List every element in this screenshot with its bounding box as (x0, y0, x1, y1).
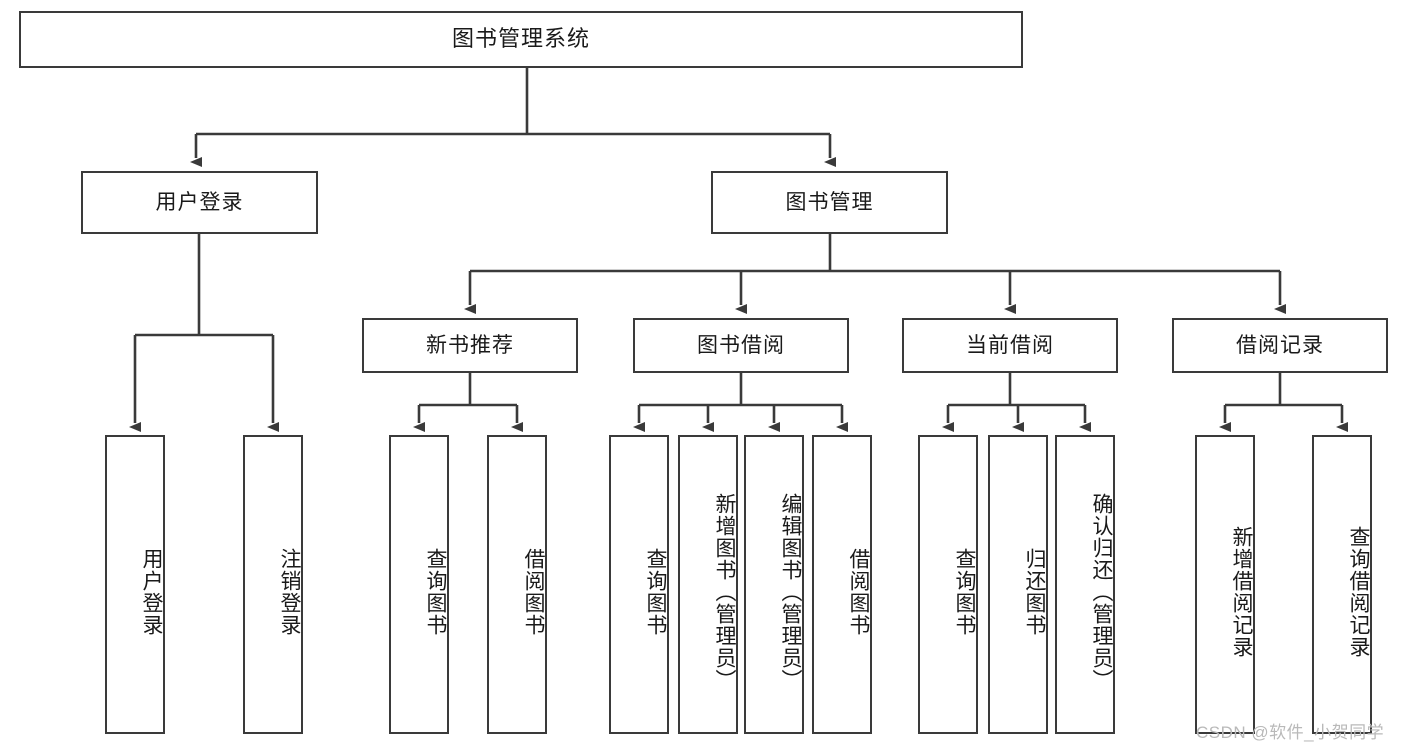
node-leaf-borrow-book-1[interactable]: 借阅图书 (487, 435, 547, 734)
node-book-manage[interactable]: 图书管理 (711, 171, 948, 234)
node-leaf-borrow-book-2[interactable]: 借阅图书 (812, 435, 872, 734)
node-root[interactable]: 图书管理系统 (19, 11, 1023, 68)
node-borrow-record[interactable]: 借阅记录 (1172, 318, 1388, 373)
node-new-book-recommend[interactable]: 新书推荐 (362, 318, 578, 373)
node-leaf-query-record[interactable]: 查询借阅记录 (1312, 435, 1372, 734)
node-leaf-confirm-return[interactable]: 确认归还（管理员） (1055, 435, 1115, 734)
node-leaf-add-record[interactable]: 新增借阅记录 (1195, 435, 1255, 734)
node-leaf-query-book-2[interactable]: 查询图书 (609, 435, 669, 734)
node-user-login[interactable]: 用户登录 (81, 171, 318, 234)
node-leaf-user-login[interactable]: 用户登录 (105, 435, 165, 734)
node-leaf-return-book[interactable]: 归还图书 (988, 435, 1048, 734)
node-book-borrow[interactable]: 图书借阅 (633, 318, 849, 373)
node-leaf-edit-book[interactable]: 编辑图书（管理员） (744, 435, 804, 734)
node-current-borrow[interactable]: 当前借阅 (902, 318, 1118, 373)
csdn-watermark: CSDN @软件_小贺同学 (1196, 723, 1385, 742)
node-leaf-add-book[interactable]: 新增图书（管理员） (678, 435, 738, 734)
node-leaf-query-book-1[interactable]: 查询图书 (389, 435, 449, 734)
node-leaf-logout[interactable]: 注销登录 (243, 435, 303, 734)
node-leaf-query-book-3[interactable]: 查询图书 (918, 435, 978, 734)
